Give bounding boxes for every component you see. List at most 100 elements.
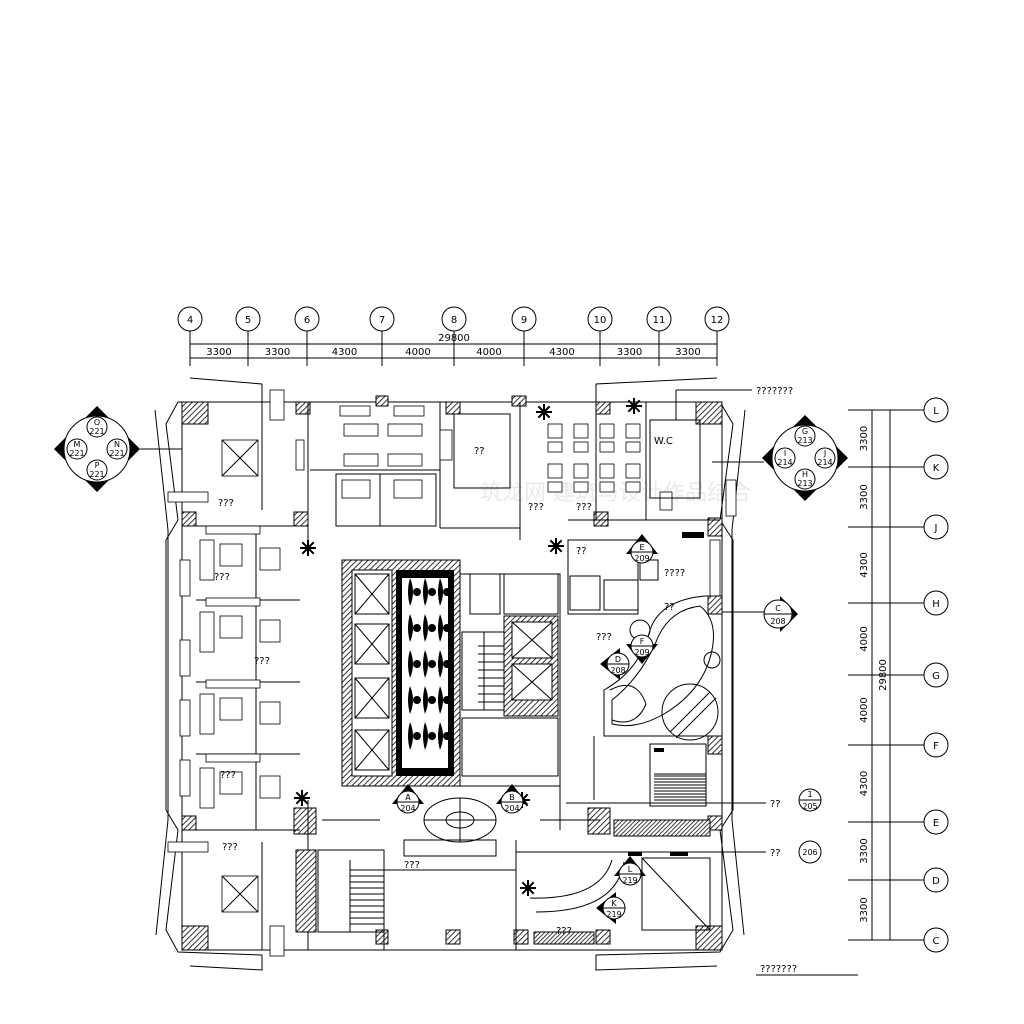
lobby-area bbox=[322, 736, 600, 950]
marker-number: 209 bbox=[634, 648, 649, 657]
marker-letter: M bbox=[74, 440, 81, 449]
span-dimension: 3300 bbox=[206, 347, 231, 358]
grid-axis-label: D bbox=[932, 876, 940, 887]
marker-number: 1 bbox=[807, 790, 812, 799]
grid-axis-label: C bbox=[933, 936, 940, 947]
left-rooms bbox=[167, 389, 385, 957]
marker-number: 204 bbox=[504, 804, 519, 813]
span-dimension: 4300 bbox=[549, 347, 574, 358]
room-labels: ????????????????????????????????????????… bbox=[214, 436, 685, 937]
marker-letter: F bbox=[640, 637, 645, 646]
marker-number: 213 bbox=[797, 479, 812, 488]
marker-number: 214 bbox=[777, 458, 792, 467]
marker-letter: B bbox=[509, 793, 515, 802]
room-label: ?? bbox=[576, 546, 587, 557]
span-dimension: 4300 bbox=[859, 771, 870, 796]
right-overall-dimension: 29800 bbox=[878, 659, 889, 691]
grid-axis-label: 8 bbox=[451, 315, 457, 326]
span-dimension: 3300 bbox=[675, 347, 700, 358]
grid-axis-label: 9 bbox=[521, 315, 527, 326]
note-text: ??????? bbox=[756, 386, 793, 397]
span-dimension: 3300 bbox=[859, 484, 870, 509]
top-rooms bbox=[310, 402, 737, 597]
span-dimension: 3300 bbox=[617, 347, 642, 358]
marker-letter: L bbox=[628, 865, 633, 874]
span-dimension: 3300 bbox=[859, 897, 870, 922]
marker-letter: P bbox=[95, 461, 100, 470]
span-dimension: 3300 bbox=[859, 838, 870, 863]
elevation-marker-right: G 213 I 214 J 214 H 213 bbox=[712, 415, 848, 501]
grid-axis-label: 7 bbox=[379, 315, 385, 326]
room-label: ??? bbox=[528, 502, 544, 513]
grid-axis-label: J bbox=[934, 523, 938, 534]
marker-number: 205 bbox=[802, 802, 817, 811]
room-label: ??? bbox=[576, 502, 592, 513]
callout-206: ?? 206 bbox=[516, 840, 822, 864]
grid-axis-label: 10 bbox=[594, 315, 607, 326]
watermark-text: 筑龙网 建筑与设计作品结合 bbox=[480, 481, 751, 506]
grid-axis-label: G bbox=[932, 671, 940, 682]
room-label: ???? bbox=[664, 568, 685, 579]
top-axis: 4 5 6 7 8 9 10 11 12 29800 3300 3300 4300 4000 4000 4… bbox=[177, 306, 730, 366]
marker-number: 214 bbox=[817, 458, 832, 467]
callout-label: ?? bbox=[770, 848, 781, 859]
marker-letter: D bbox=[615, 655, 621, 664]
grid-axis-label: F bbox=[933, 741, 939, 752]
marker-letter: J bbox=[823, 449, 826, 458]
span-dimension: 4000 bbox=[476, 347, 501, 358]
marker-number: 208 bbox=[770, 617, 785, 626]
room-label: ??? bbox=[596, 632, 612, 643]
marker-number: 219 bbox=[622, 876, 637, 885]
span-dimension: 4000 bbox=[405, 347, 430, 358]
note-top-right: ??????? bbox=[675, 386, 793, 420]
grid-axis-label: 4 bbox=[187, 315, 193, 326]
marker-number: 219 bbox=[606, 910, 621, 919]
span-dimension: 3300 bbox=[265, 347, 290, 358]
marker-number: 221 bbox=[89, 470, 104, 479]
marker-letter: A bbox=[405, 793, 411, 802]
room-label: ?? bbox=[474, 446, 485, 457]
elevator-core bbox=[341, 559, 561, 787]
room-label: ?? bbox=[664, 602, 675, 613]
grid-axis-label: 11 bbox=[653, 315, 666, 326]
marker-number: 221 bbox=[109, 449, 124, 458]
marker-letter: H bbox=[802, 470, 808, 479]
marker-number: 208 bbox=[610, 666, 625, 675]
marker-number: 221 bbox=[89, 427, 104, 436]
marker-letter: K bbox=[611, 899, 617, 908]
span-dimension: 4300 bbox=[859, 552, 870, 577]
room-label: W.C bbox=[654, 436, 673, 447]
grid-axis-label: L bbox=[933, 406, 939, 417]
span-dimension: 4000 bbox=[859, 697, 870, 722]
marker-number: 206 bbox=[802, 848, 817, 857]
room-label: ??? bbox=[254, 656, 270, 667]
marker-letter: G bbox=[802, 427, 808, 436]
marker-number: 221 bbox=[69, 449, 84, 458]
callout-label: ?? bbox=[770, 799, 781, 810]
room-label: ??? bbox=[222, 842, 238, 853]
grid-axis-label: E bbox=[933, 818, 939, 829]
marker-letter: O bbox=[94, 418, 100, 427]
room-label: ??? bbox=[556, 926, 572, 937]
grid-axis-label: 12 bbox=[711, 315, 724, 326]
grid-axis-label: 5 bbox=[245, 315, 251, 326]
room-label: ??? bbox=[218, 498, 234, 509]
callout-205: ?? 1 205 bbox=[566, 788, 822, 812]
top-overall-dimension: 29800 bbox=[438, 333, 470, 344]
grid-axis-label: 6 bbox=[304, 315, 310, 326]
span-dimension: 3300 bbox=[859, 426, 870, 451]
elevation-marker-left: O 221 M 221 N 221 P 221 bbox=[54, 406, 182, 492]
span-dimension: 4000 bbox=[859, 626, 870, 651]
marker-number: 204 bbox=[400, 804, 415, 813]
room-label: ??? bbox=[220, 770, 236, 781]
marker-number: 213 bbox=[797, 436, 812, 445]
drawing-title: ??????? bbox=[756, 964, 858, 976]
span-dimension: 4300 bbox=[332, 347, 357, 358]
right-rooms bbox=[478, 532, 723, 945]
title-text: ??????? bbox=[760, 964, 797, 975]
marker-letter: N bbox=[114, 440, 120, 449]
marker-letter: I bbox=[784, 449, 786, 458]
